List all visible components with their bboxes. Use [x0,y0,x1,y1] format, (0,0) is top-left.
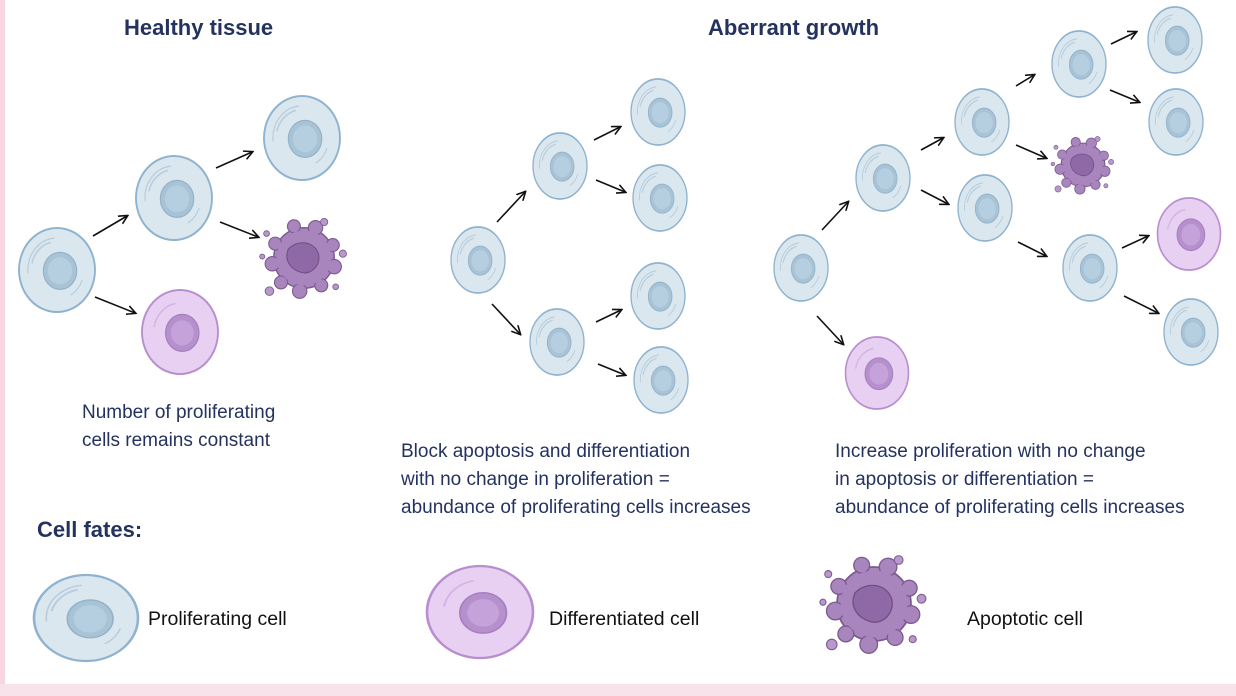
healthy-caption: Number of proliferating cells remains co… [82,402,276,451]
legend-apoptotic-label: Apoptotic cell [967,608,1083,630]
bottom-border [0,684,1236,696]
apoptotic-cell [259,217,348,300]
arrows [92,152,258,313]
proliferating-cell [134,154,214,242]
proliferating-cell [954,88,1010,156]
arrows [816,32,1158,344]
differentiated-cell-icon [425,564,535,660]
proliferating-cell [1051,30,1107,98]
apoptotic-cell-icon [819,554,927,655]
proliferating-cell [450,226,506,294]
proliferating-cell [1147,6,1203,74]
left-border [0,0,5,696]
proliferating-cell [1148,88,1204,156]
apoptotic-cell [1050,135,1115,195]
legend-proliferating-label: Proliferating cell [148,608,287,630]
increase-proliferation-panel [773,6,1222,410]
proliferating-cell [630,262,686,330]
proliferating-cell [529,308,585,376]
increase-proliferation-caption: Increase proliferation with no change in… [835,441,1185,518]
differentiated-cell [1156,197,1222,271]
block-apoptosis-caption: Block apoptosis and differentiation with… [401,441,751,518]
differentiated-cell [140,288,220,376]
proliferating-cell [17,226,97,314]
proliferating-cell [262,94,342,182]
differentiated-cell [844,336,910,410]
aberrant-growth-heading: Aberrant growth [708,15,880,40]
legend-differentiated-label: Differentiated cell [549,608,700,630]
arrows [491,127,625,375]
proliferating-cell [532,132,588,200]
healthy-tissue-heading: Healthy tissue [124,15,274,40]
proliferating-cell [633,346,689,414]
proliferating-cell [855,144,911,212]
proliferating-cell [632,164,688,232]
proliferating-cell-icon [32,573,140,663]
block-apoptosis-panel [450,78,689,414]
proliferating-cell [1163,298,1219,366]
proliferating-cell [773,234,829,302]
proliferating-cell [630,78,686,146]
cell-fates-title: Cell fates: [37,517,143,542]
healthy-tissue-panel [17,94,348,376]
proliferating-cell [1062,234,1118,302]
proliferating-cell [957,174,1013,242]
